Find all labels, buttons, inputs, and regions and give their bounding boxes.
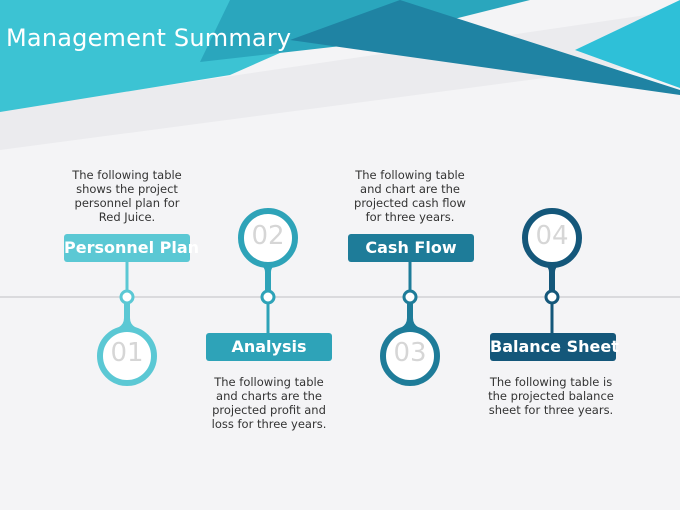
step-1-description: The following table shows the project pe… [72, 168, 182, 224]
step-4-pin [522, 208, 582, 334]
step-3-description: The following table and chart are the pr… [354, 168, 466, 224]
step-3-number: 03 [393, 338, 427, 368]
step-2-pin [238, 208, 298, 334]
step-1-pin [97, 260, 157, 386]
step-4-number: 04 [535, 221, 569, 251]
step-4-label: Balance Sheet [490, 333, 619, 361]
step-1-label: Personnel Plan [64, 234, 199, 262]
step-2-number: 02 [251, 221, 285, 251]
step-2-description: The following table and charts are the p… [211, 375, 327, 431]
header-shape-dark [290, 0, 680, 95]
step-4-description: The following table is the projected bal… [488, 375, 614, 417]
step-1-number: 01 [110, 338, 144, 368]
header-shape-right [575, 0, 680, 88]
step-3-label: Cash Flow [348, 234, 474, 262]
slide-title: Management Summary [6, 24, 292, 52]
step-3-pin [380, 260, 440, 386]
step-2-label: Analysis [206, 333, 332, 361]
